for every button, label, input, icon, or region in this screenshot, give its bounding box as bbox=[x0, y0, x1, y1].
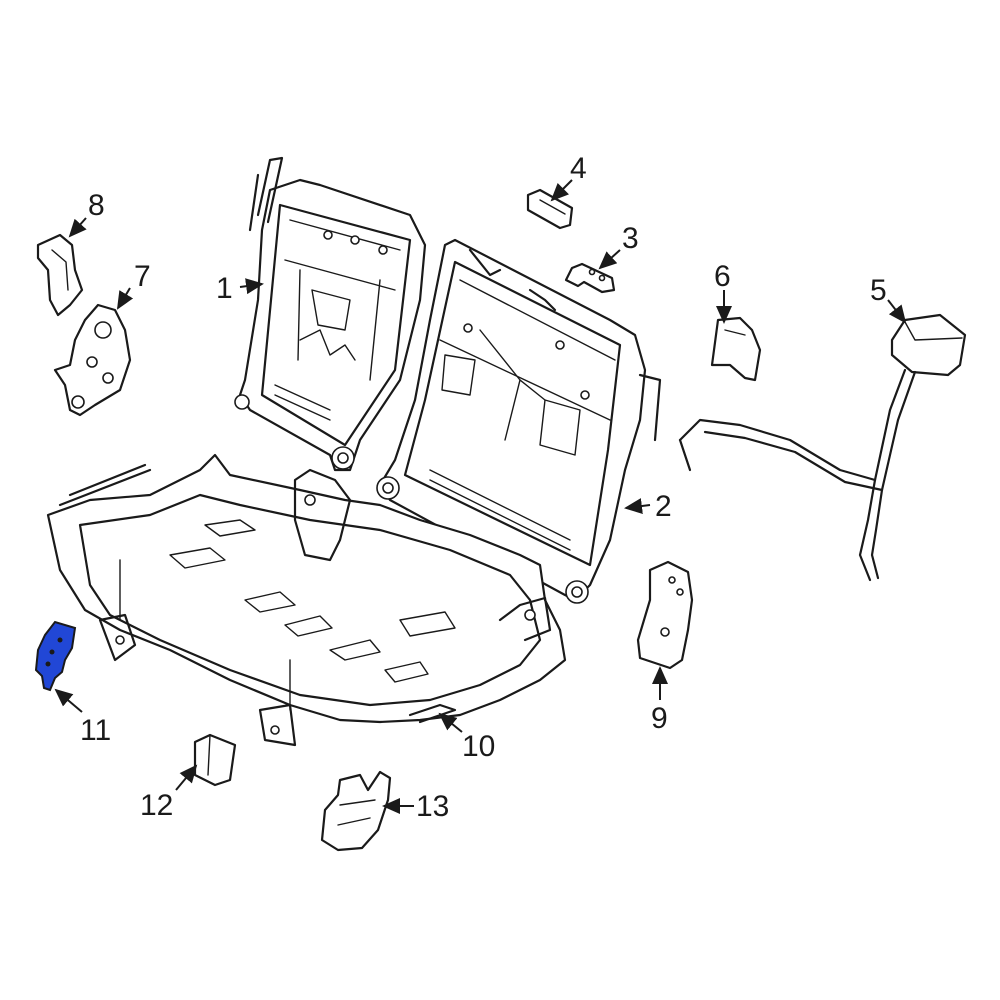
part-9-bracket[interactable] bbox=[636, 560, 694, 670]
part-1-left-seatback-frame[interactable] bbox=[234, 156, 427, 472]
part-11-bracket-highlighted[interactable] bbox=[34, 620, 77, 692]
callout-labels: 1 2 3 4 5 6 7 8 9 10 11 12 13 bbox=[80, 152, 887, 823]
callout-7: 7 bbox=[134, 260, 151, 293]
callout-10: 10 bbox=[462, 730, 495, 763]
callout-13: 13 bbox=[416, 790, 449, 823]
callout-2: 2 bbox=[655, 490, 672, 523]
callout-9: 9 bbox=[651, 702, 668, 735]
callout-11: 11 bbox=[80, 714, 111, 747]
callout-4: 4 bbox=[570, 152, 587, 185]
callout-3: 3 bbox=[622, 222, 639, 255]
part-8-bracket[interactable] bbox=[36, 233, 84, 317]
part-4-latch-cover[interactable] bbox=[526, 188, 574, 230]
callout-6: 6 bbox=[714, 260, 731, 293]
part-2-right-seatback-frame[interactable] bbox=[376, 238, 662, 604]
part-7-hinge-plate[interactable] bbox=[53, 303, 132, 417]
callout-12: 12 bbox=[140, 789, 173, 822]
part-10-cushion-frame[interactable] bbox=[46, 453, 567, 747]
part-6-bracket[interactable] bbox=[710, 316, 762, 382]
callout-5: 5 bbox=[870, 274, 887, 307]
part-3-bracket[interactable] bbox=[564, 262, 616, 294]
part-5-buckle-cable[interactable] bbox=[678, 313, 967, 582]
part-12-cover[interactable] bbox=[193, 733, 237, 787]
part-13-trim-cover[interactable] bbox=[320, 770, 392, 852]
callout-8: 8 bbox=[88, 189, 105, 222]
callout-1: 1 bbox=[216, 272, 233, 305]
leader-arrows bbox=[54, 179, 907, 814]
